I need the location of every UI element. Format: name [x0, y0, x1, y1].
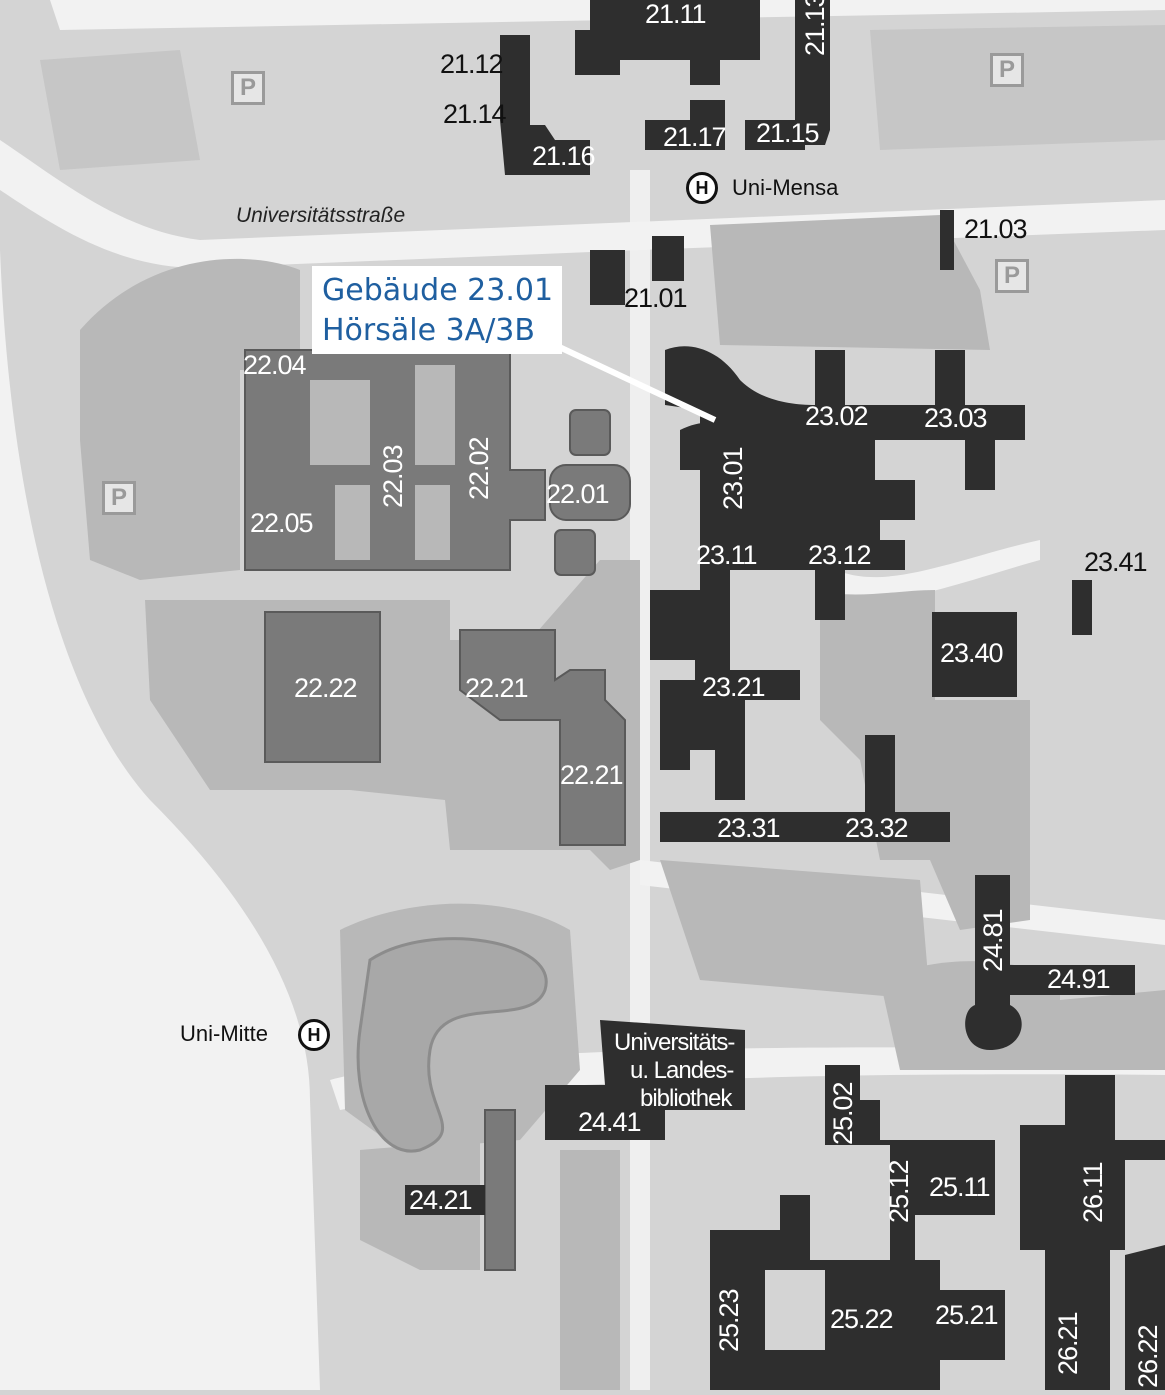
building-label[interactable]: 25.11: [929, 1172, 991, 1202]
courtyards: [310, 365, 455, 560]
bus-stop-icon[interactable]: H: [686, 172, 718, 204]
street-label: Universitätsstraße: [236, 204, 406, 227]
dark-buildings: [405, 0, 1165, 1390]
building-label[interactable]: 21.16: [532, 141, 596, 171]
building-label[interactable]: 25.22: [830, 1304, 894, 1334]
bus-stop-icon[interactable]: H: [298, 1019, 330, 1051]
library-label-line3: bibliothek: [640, 1085, 732, 1112]
building-label[interactable]: 25.21: [935, 1300, 999, 1330]
building-label[interactable]: 21.14: [443, 99, 507, 129]
parking-icon: P: [995, 259, 1029, 293]
building-label[interactable]: 21.12: [440, 49, 504, 79]
building-label[interactable]: 23.40: [940, 638, 1004, 668]
library-label-line2: u. Landes-: [630, 1057, 734, 1084]
building-label[interactable]: 25.02: [828, 1082, 858, 1145]
building-callout: Gebäude 23.01 Hörsäle 3A/3B: [312, 266, 562, 354]
building-label[interactable]: 23.02: [805, 401, 869, 431]
callout-pointer: [553, 342, 717, 423]
parking-icon: P: [231, 71, 265, 105]
building-label[interactable]: 22.21: [560, 760, 624, 790]
building-label[interactable]: 23.31: [717, 813, 781, 843]
bus-stop-label-mensa: Uni-Mensa: [732, 175, 839, 200]
parking-icon: P: [102, 481, 136, 515]
building-label[interactable]: 21.11: [645, 0, 707, 29]
building-label[interactable]: 26.21: [1053, 1312, 1083, 1375]
building-label[interactable]: 26.22: [1133, 1325, 1163, 1388]
library-label-line1: Universitäts-: [614, 1029, 735, 1056]
building-label[interactable]: 22.05: [250, 508, 314, 538]
building-label[interactable]: 24.21: [409, 1185, 473, 1215]
parking-icon: P: [990, 53, 1024, 87]
building-label[interactable]: 21.03: [964, 214, 1028, 244]
building-label[interactable]: 24.41: [578, 1107, 642, 1137]
callout-building: Gebäude 23.01: [322, 273, 554, 308]
building-label[interactable]: 23.03: [924, 403, 988, 433]
building-label[interactable]: 21.17: [663, 122, 727, 152]
building-label[interactable]: 24.81: [978, 909, 1008, 972]
bus-stop-label-mitte: Uni-Mitte: [180, 1021, 269, 1046]
building-label[interactable]: 23.21: [702, 672, 766, 702]
building-label[interactable]: 23.01: [718, 447, 748, 510]
building-label[interactable]: 23.11: [696, 540, 758, 570]
building-label[interactable]: 23.41: [1084, 547, 1148, 577]
pond: [356, 937, 548, 1153]
building-label[interactable]: 23.32: [845, 813, 909, 843]
building-label[interactable]: 22.02: [464, 437, 494, 500]
building-label[interactable]: 24.91: [1047, 964, 1111, 994]
callout-halls: Hörsäle 3A/3B: [322, 313, 535, 348]
building-label[interactable]: 22.04: [243, 350, 307, 380]
building-label[interactable]: 21.15: [756, 118, 820, 148]
building-label[interactable]: 23.12: [808, 540, 872, 570]
building-label[interactable]: 22.22: [294, 673, 358, 703]
building-label[interactable]: 22.01: [546, 479, 610, 509]
building-label[interactable]: 21.13: [800, 0, 830, 56]
building-label[interactable]: 22.03: [378, 445, 408, 508]
building-label[interactable]: 21.01: [624, 283, 688, 313]
building-label[interactable]: 26.11: [1078, 1162, 1108, 1223]
building-label[interactable]: 25.23: [714, 1289, 744, 1352]
building-label[interactable]: 25.12: [884, 1160, 914, 1223]
court-2522: [765, 1270, 825, 1350]
building-label[interactable]: 22.21: [465, 673, 529, 703]
